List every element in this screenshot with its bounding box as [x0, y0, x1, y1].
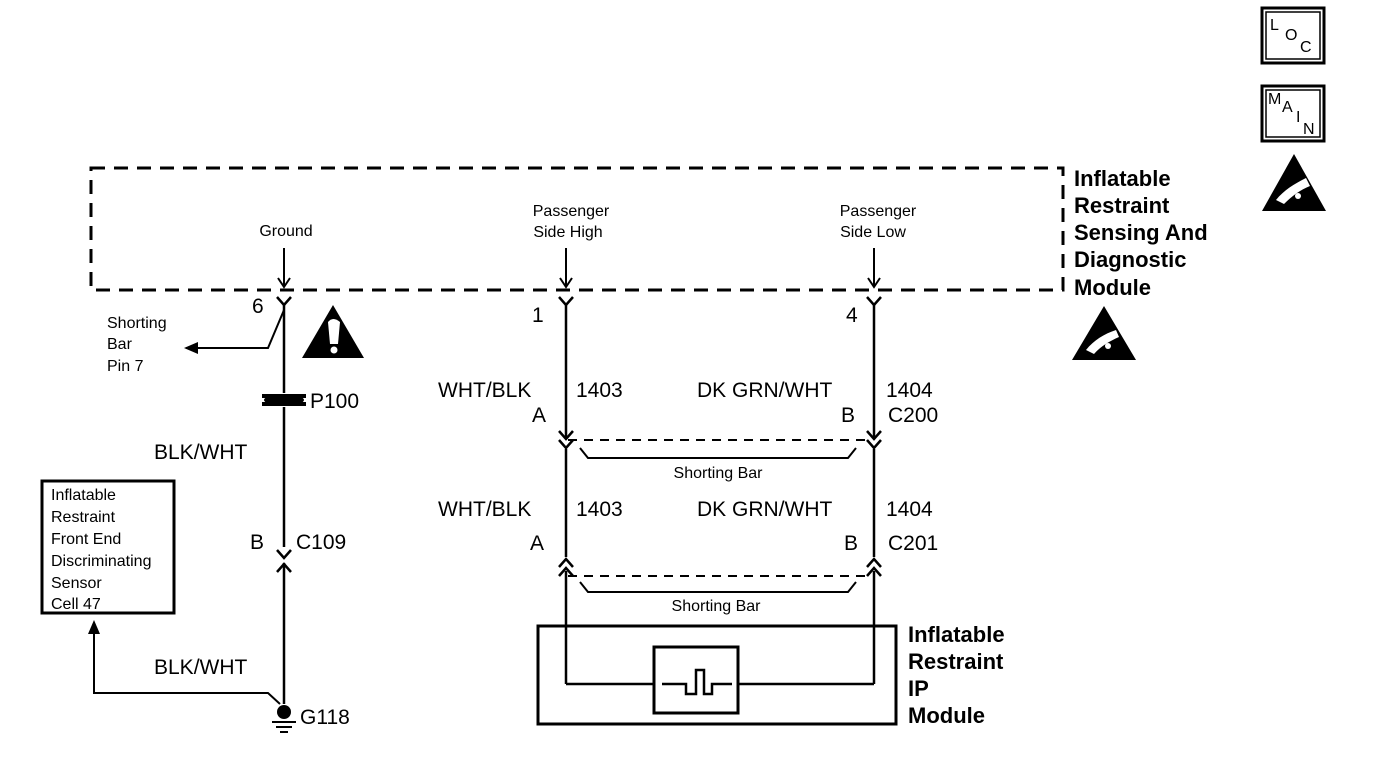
- splice-id: P100: [310, 390, 359, 413]
- connector-c201-id: C201: [888, 532, 938, 555]
- ground-wire: [184, 303, 286, 704]
- circuit-high-number-1: 1403: [576, 379, 623, 402]
- circuit-high-number-2: 1403: [576, 498, 623, 521]
- pin-arrows: [277, 248, 881, 289]
- connector-c201: [558, 557, 882, 577]
- sensor-ground-link: [88, 620, 281, 705]
- circuit-low-color-1: DK GRN/WHT: [697, 379, 832, 402]
- circuit-low-color-2: DK GRN/WHT: [697, 498, 832, 521]
- pin-number-ground: 6: [252, 295, 264, 318]
- ip-module-box: [536, 624, 898, 726]
- left-wire-color-upper: BLK/WHT: [154, 441, 248, 464]
- main-icon-a: A: [1282, 99, 1293, 116]
- pin-label-pass-low-2: Side Low: [840, 224, 906, 241]
- ip-module-label: Inflatable Restraint IP Module: [908, 622, 1011, 728]
- c109-id: C109: [296, 531, 346, 554]
- shorting-bar-2-label: Shorting Bar: [672, 598, 762, 615]
- main-icon-m: M: [1268, 91, 1281, 108]
- loc-icon-l: L: [1270, 17, 1279, 34]
- esd-warning-icon: [1262, 154, 1326, 211]
- shorting-bar-pin7-label: Shorting Bar Pin 7: [107, 315, 171, 375]
- shorting-bar-1-label: Shorting Bar: [674, 465, 764, 482]
- main-icon[interactable]: M A I N: [1260, 84, 1326, 143]
- warning-icon: [302, 305, 364, 358]
- connector-c200: [558, 430, 882, 450]
- pin-label-ground: Ground: [259, 223, 312, 240]
- circuit-high-pin-2: A: [530, 532, 544, 555]
- sensor-box: [40, 479, 176, 615]
- circuit-low-pin-2: B: [844, 532, 858, 555]
- squib-icon: [662, 668, 732, 696]
- connector-c109: [276, 549, 292, 573]
- module-connector-chevrons: [276, 296, 882, 307]
- pin-label-pass-high-1: Passenger: [533, 203, 610, 220]
- left-wire-color-lower: BLK/WHT: [154, 656, 248, 679]
- main-icon-n: N: [1303, 121, 1315, 138]
- loc-icon[interactable]: L O C: [1260, 6, 1326, 65]
- pin-label-pass-high-2: Side High: [533, 224, 602, 241]
- sdm-module-outline: [89, 166, 1065, 292]
- sensor-box-label: Inflatable Restraint Front End Discrimin…: [51, 487, 156, 613]
- esd-warning-icon: [1072, 306, 1136, 360]
- circuit-high-color-1: WHT/BLK: [438, 379, 531, 402]
- sdm-module-title: Inflatable Restraint Sensing And Diagnos…: [1074, 166, 1214, 300]
- connector-c200-id: C200: [888, 404, 938, 427]
- splice-p100: [262, 394, 306, 406]
- ground-id: G118: [300, 706, 350, 729]
- shorting-bar-1: [579, 447, 857, 459]
- circuit-high-pin-1: A: [532, 404, 546, 427]
- circuit-low-pin-1: B: [841, 404, 855, 427]
- c109-pin: B: [250, 531, 264, 554]
- pin-number-pass-low: 4: [846, 304, 858, 327]
- loc-icon-c: C: [1300, 39, 1312, 56]
- shorting-bar-2: [579, 581, 857, 593]
- loc-icon-o: O: [1285, 27, 1297, 44]
- pin-label-pass-low-1: Passenger: [840, 203, 917, 220]
- circuit-low-number-2: 1404: [886, 498, 933, 521]
- circuit-low-number-1: 1404: [886, 379, 933, 402]
- main-icon-i: I: [1296, 109, 1300, 126]
- ground-symbol-g118: [272, 705, 296, 733]
- circuit-high-color-2: WHT/BLK: [438, 498, 531, 521]
- pin-number-pass-high: 1: [532, 304, 544, 327]
